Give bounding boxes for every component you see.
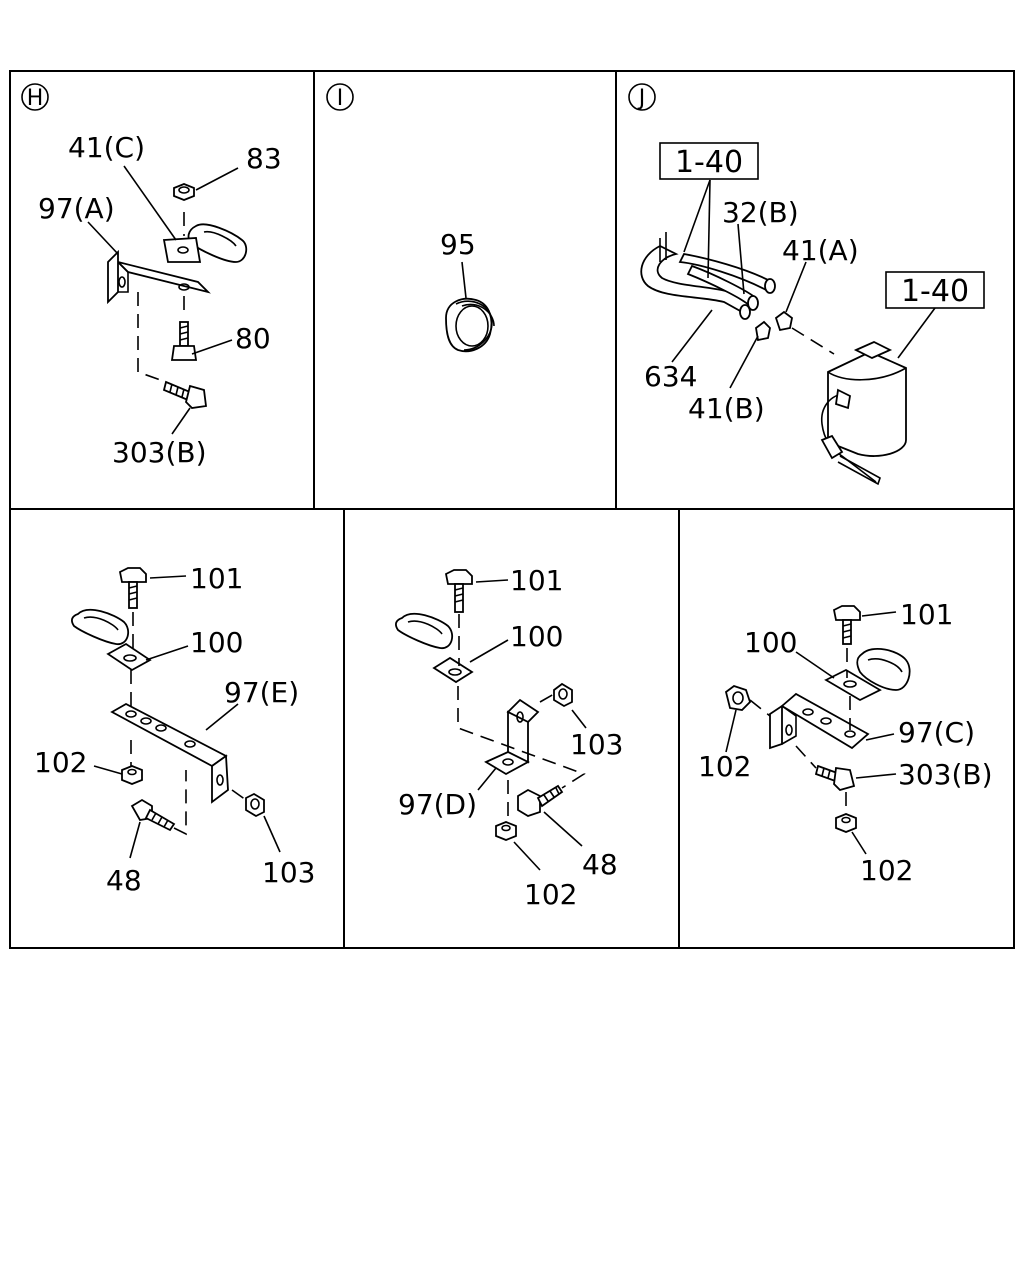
label-97d: 97(D) xyxy=(398,788,477,821)
bolt-48-l-drawing xyxy=(517,784,564,817)
label-102-m-bottom: 102 xyxy=(860,854,913,887)
clamp-100-l-drawing xyxy=(395,613,474,684)
hose-assembly-drawing xyxy=(640,232,776,320)
nut-103-k-drawing xyxy=(245,792,265,818)
label-83: 83 xyxy=(246,142,282,175)
svg-text:J: J xyxy=(637,86,646,111)
label-101-k: 101 xyxy=(190,562,243,595)
panel-frames xyxy=(9,70,1015,949)
label-41a: 41(A) xyxy=(782,234,859,267)
label-97c: 97(C) xyxy=(898,716,975,749)
bolt-48-k-drawing xyxy=(130,798,176,832)
label-103-l: 103 xyxy=(570,728,623,761)
panel-l: 101 100 103 97(D) 48 102 xyxy=(395,564,623,911)
label-100-m: 100 xyxy=(744,626,797,659)
bolt-303b-m-drawing xyxy=(814,764,856,792)
label-102-l: 102 xyxy=(524,878,577,911)
label-101-m: 101 xyxy=(900,598,953,631)
label-303b-m: 303(B) xyxy=(898,758,993,791)
canister-1-40-drawing xyxy=(820,341,907,486)
bolt-101-m-drawing xyxy=(832,605,861,645)
nut-102-k-drawing xyxy=(121,765,143,785)
label-48-k: 48 xyxy=(106,864,142,897)
bolt-101-k-drawing xyxy=(118,567,147,609)
bolt-303b-drawing xyxy=(162,380,208,409)
panel-h-marker: H xyxy=(21,83,49,111)
bracket-97d-drawing xyxy=(484,698,540,776)
label-97a: 97(A) xyxy=(38,192,115,225)
nut-103-l-drawing xyxy=(553,682,573,708)
label-97e: 97(E) xyxy=(224,676,299,709)
label-41c: 41(C) xyxy=(68,131,145,164)
label-95: 95 xyxy=(440,228,476,261)
bolt-101-l-drawing xyxy=(444,569,473,613)
panel-m: 101 100 102 97(C) 303(B) 102 xyxy=(698,598,993,887)
panel-i: I 95 xyxy=(326,83,495,353)
ref-1-40-right: 1-40 xyxy=(901,274,969,309)
bracket-97e-drawing xyxy=(110,702,229,804)
label-101-l: 101 xyxy=(510,564,563,597)
bracket-97c-drawing xyxy=(769,692,870,750)
nut-102-m-top-drawing xyxy=(724,684,752,711)
panel-j: J 1-40 1-40 xyxy=(628,83,985,486)
ref-1-40-left: 1-40 xyxy=(675,145,743,180)
svg-text:H: H xyxy=(27,86,44,111)
nut-102-l-drawing xyxy=(495,821,517,841)
label-80: 80 xyxy=(235,322,271,355)
ref-box-1-40-left xyxy=(659,142,759,180)
label-303b: 303(B) xyxy=(112,436,207,469)
nut-83-drawing xyxy=(173,183,195,201)
panel-h: H xyxy=(21,83,282,469)
clip-41a-drawing xyxy=(774,310,793,332)
label-102-m-top: 102 xyxy=(698,750,751,783)
bracket-97a-drawing xyxy=(107,249,211,305)
label-48-l: 48 xyxy=(582,848,618,881)
bolt-80-drawing xyxy=(170,321,198,361)
svg-text:I: I xyxy=(337,86,344,111)
label-32b: 32(B) xyxy=(722,196,799,229)
label-100-k: 100 xyxy=(190,626,243,659)
label-100-l: 100 xyxy=(510,620,563,653)
clip-41c-drawing xyxy=(162,223,248,263)
label-634: 634 xyxy=(644,360,697,393)
panel-k: 101 100 97(E) 102 103 48 xyxy=(34,562,315,897)
clamp-100-k-drawing xyxy=(71,609,152,672)
label-103-k: 103 xyxy=(262,856,315,889)
label-41b: 41(B) xyxy=(688,392,765,425)
grommet-95-drawing xyxy=(445,297,495,353)
clamp-100-m-drawing xyxy=(824,647,911,702)
panel-i-marker: I xyxy=(326,83,354,111)
nut-102-m-bottom-drawing xyxy=(835,813,857,833)
panel-j-marker: J xyxy=(628,83,656,111)
label-102-k: 102 xyxy=(34,746,87,779)
